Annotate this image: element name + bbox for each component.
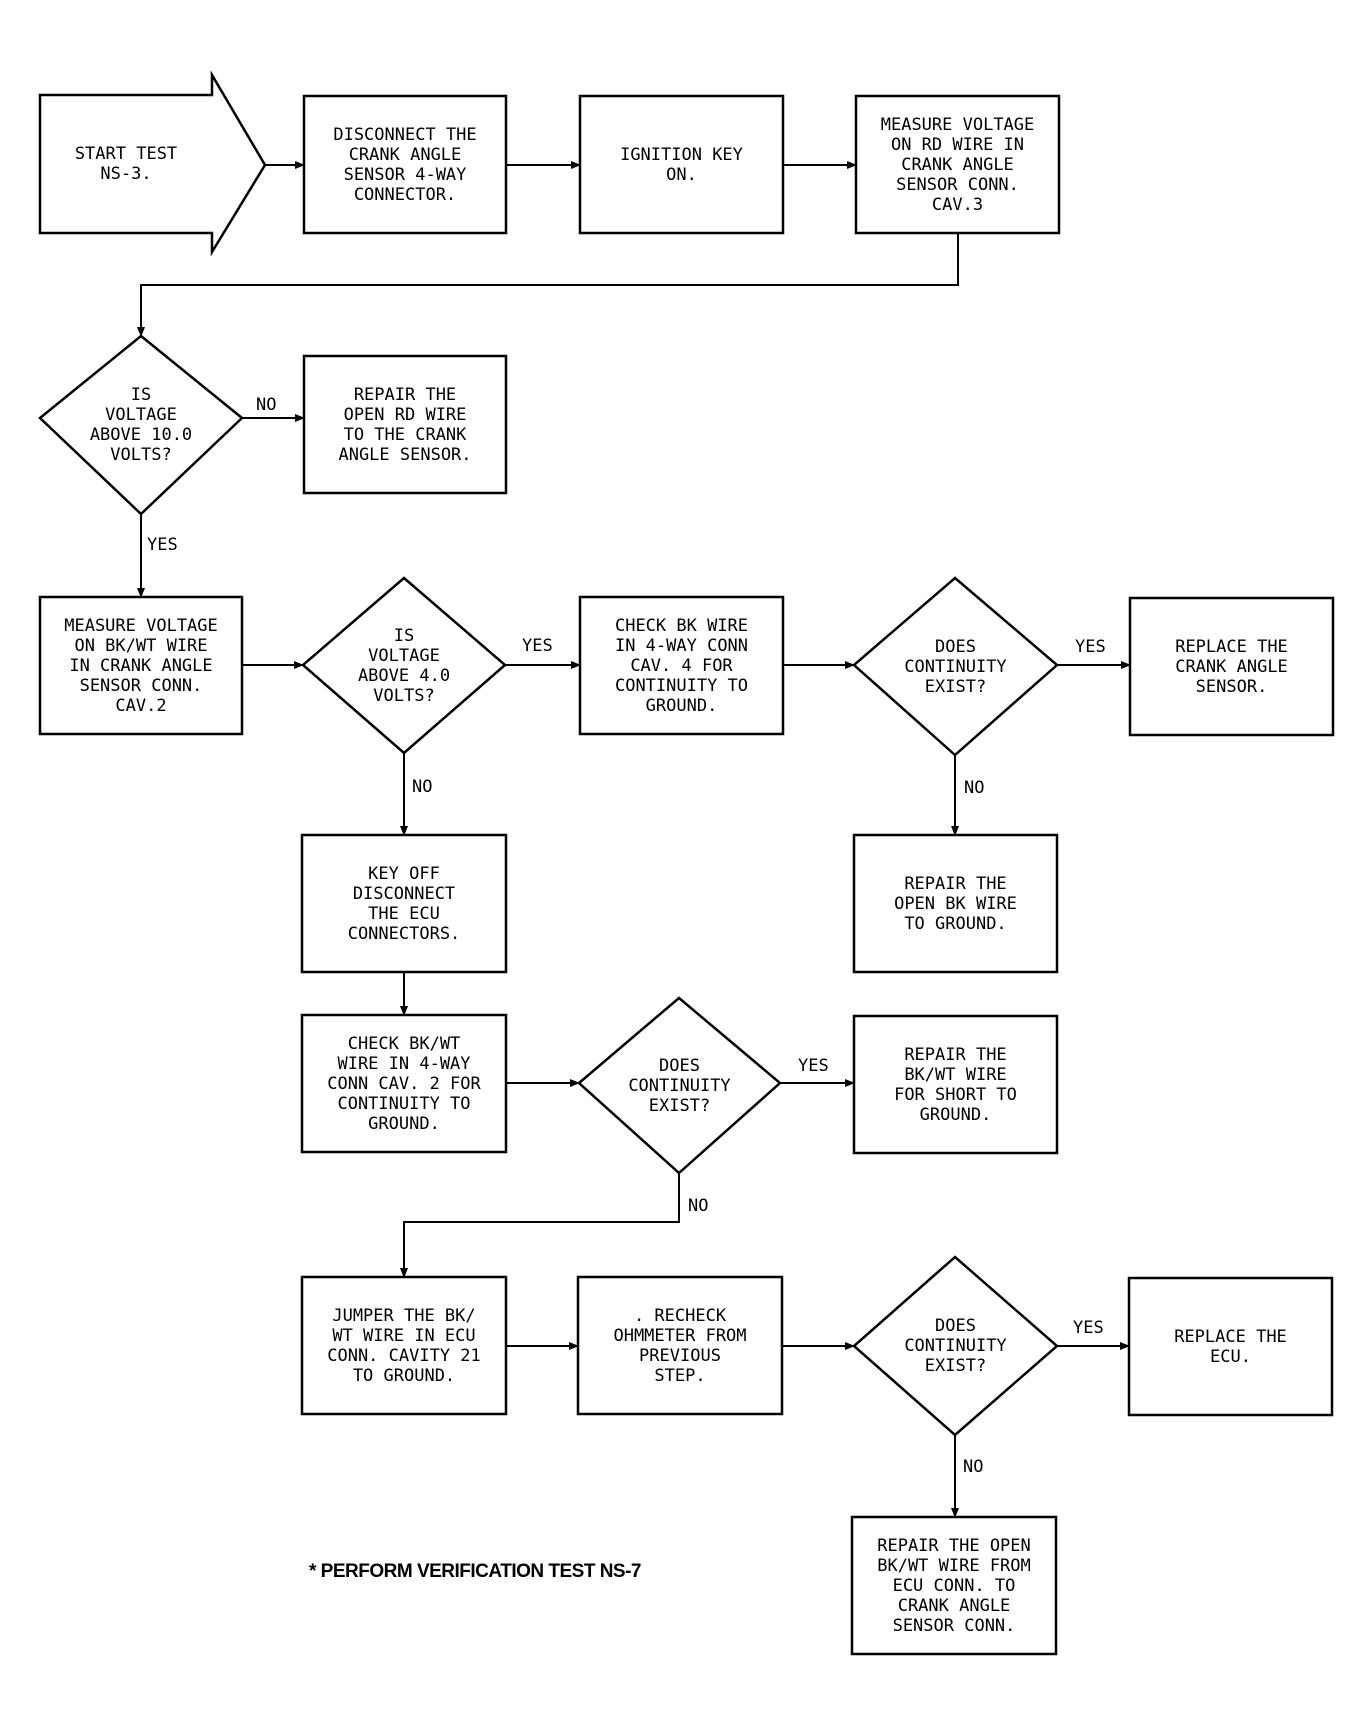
repair-bk-box xyxy=(852,833,1059,974)
check-bk-box xyxy=(578,595,785,736)
replace-ecu-box xyxy=(1127,1276,1334,1417)
repair-bkwt-short-box xyxy=(852,1014,1059,1155)
disconnect-crank-box xyxy=(302,94,508,235)
label-no-volt4: NO xyxy=(412,777,433,797)
repair-bk-text: REPAIR THE OPEN BK WIRE TO GROUND. xyxy=(894,873,1017,934)
repair-rd-box xyxy=(302,354,508,495)
repair-bkwt-open-box xyxy=(850,1515,1058,1656)
q-cont3-text: DOES CONTINUITY EXIST? xyxy=(904,1316,1007,1376)
measure-rd-box xyxy=(854,94,1061,235)
ignition-on-text: IGNITION KEY ON. xyxy=(620,144,743,185)
jumper-box xyxy=(300,1275,508,1416)
label-yes-volt10: YES xyxy=(147,535,178,555)
q-volt4-text: IS VOLTAGE ABOVE 4.0 VOLTS? xyxy=(357,625,451,706)
label-no-cont2: NO xyxy=(688,1196,709,1216)
replace-sensor-text: REPLACE THE CRANK ANGLE SENSOR. xyxy=(1175,636,1288,697)
check-bkwt-box xyxy=(300,1013,508,1154)
start-arrow-shape xyxy=(38,70,267,257)
footnote: * PERFORM VERIFICATION TEST NS-7 xyxy=(309,1561,642,1582)
q-cont1-text: DOES CONTINUITY EXIST? xyxy=(904,636,1007,697)
label-no-cont3: NO xyxy=(963,1457,984,1477)
check-bk-text: CHECK BK WIRE IN 4-WAY CONN CAV. 4 FOR C… xyxy=(614,615,749,716)
key-off-text: KEY OFF DISCONNECT THE ECU CONNECTORS. xyxy=(347,863,461,944)
measure-bkwt-box xyxy=(38,595,244,736)
q-cont2-text: DOES CONTINUITY EXIST? xyxy=(628,1055,731,1116)
label-yes-cont1: YES xyxy=(1075,637,1106,657)
label-yes-cont3: YES xyxy=(1073,1318,1104,1338)
connector-measure-qvolt10 xyxy=(137,233,959,337)
check-bkwt-text: CHECK BK/WT WIRE IN 4-WAY CONN CAV. 2 FO… xyxy=(327,1033,481,1134)
label-no-cont1: NO xyxy=(964,778,985,798)
replace-ecu-text: REPLACE THE ECU. xyxy=(1174,1326,1287,1367)
repair-bkwt-open-text: REPAIR THE OPEN BK/WT WIRE FROM ECU CONN… xyxy=(877,1535,1031,1636)
recheck-text: . RECHECK OHMMETER FROM PREVIOUS STEP. xyxy=(613,1305,747,1386)
measure-bkwt-text: MEASURE VOLTAGE ON BK/WT WIRE IN CRANK A… xyxy=(64,615,218,716)
disconnect-crank-text: DISCONNECT THE CRANK ANGLE SENSOR 4-WAY … xyxy=(333,124,477,205)
recheck-box xyxy=(576,1275,784,1416)
key-off-box xyxy=(300,833,508,974)
repair-rd-text: REPAIR THE OPEN RD WIRE TO THE CRANK ANG… xyxy=(338,384,472,465)
start-text: START TEST NS-3. xyxy=(74,144,178,184)
measure-rd-text: MEASURE VOLTAGE ON RD WIRE IN CRANK ANGL… xyxy=(880,114,1035,215)
connector-qcont2-no xyxy=(400,1173,680,1278)
q-volt10-text: IS VOLTAGE ABOVE 10.0 VOLTS? xyxy=(89,385,193,465)
label-yes-cont2: YES xyxy=(798,1056,829,1076)
repair-bkwt-short-text: REPAIR THE BK/WT WIRE FOR SHORT TO GROUN… xyxy=(894,1044,1017,1125)
label-yes-volt4: YES xyxy=(522,636,553,656)
jumper-text: JUMPER THE BK/ WT WIRE IN ECU CONN. CAVI… xyxy=(327,1305,481,1386)
label-no-volt10: NO xyxy=(256,395,277,415)
